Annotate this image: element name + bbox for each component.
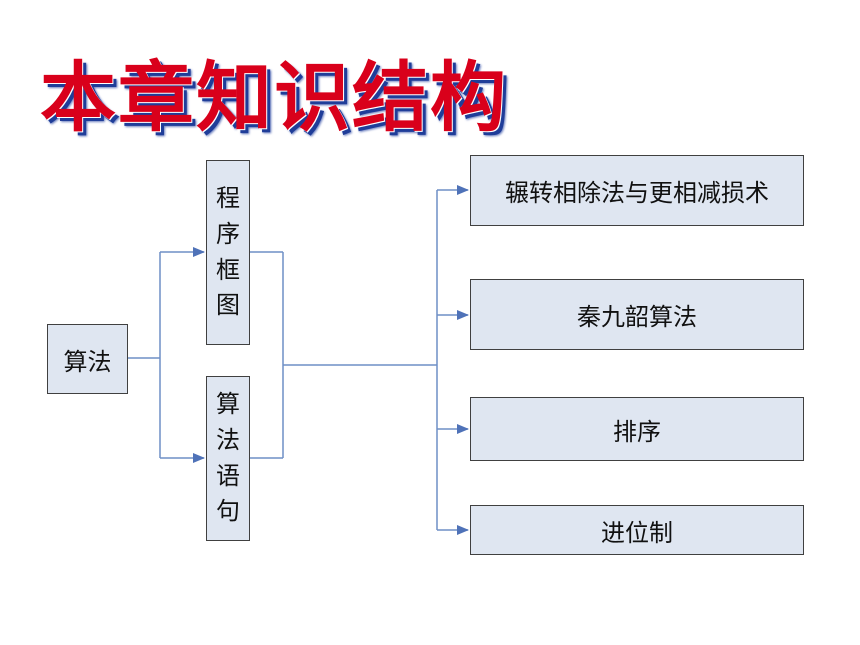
node-topic-euclid: 辗转相除法与更相减损术 — [470, 155, 804, 226]
node-statements-char: 语 — [216, 461, 240, 490]
node-flowchart: 程 序 框 图 — [206, 160, 250, 345]
node-flowchart-char: 程 — [216, 184, 240, 213]
node-topic-sorting: 排序 — [470, 397, 804, 461]
node-topic-radix: 进位制 — [470, 505, 804, 555]
node-flowchart-char: 框 — [216, 255, 240, 284]
node-topic-horner: 秦九韶算法 — [470, 279, 804, 350]
node-statements: 算 法 语 句 — [206, 376, 250, 541]
node-root: 算法 — [47, 324, 128, 394]
node-flowchart-char: 图 — [216, 291, 240, 320]
node-statements-char: 句 — [216, 497, 240, 526]
node-topic-label: 排序 — [613, 417, 661, 446]
page-title: 本章知识结构 — [40, 53, 508, 142]
node-topic-label: 辗转相除法与更相减损术 — [505, 179, 769, 207]
node-statements-char: 法 — [216, 425, 240, 454]
node-root-label: 算法 — [63, 347, 112, 376]
node-topic-label: 进位制 — [601, 518, 673, 547]
node-topic-label: 秦九韶算法 — [577, 303, 697, 331]
node-flowchart-char: 序 — [216, 219, 240, 248]
node-statements-char: 算 — [216, 390, 240, 419]
